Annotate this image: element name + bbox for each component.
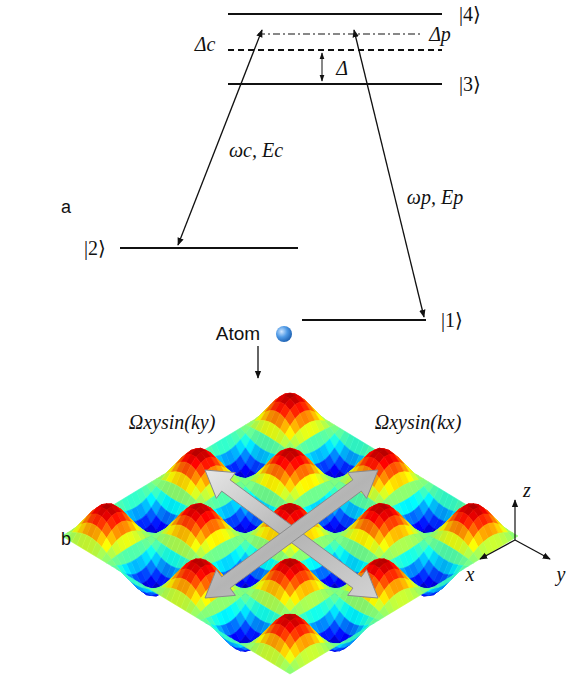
probe-virtual-level xyxy=(258,33,420,34)
level-1 xyxy=(302,319,426,321)
detuning-arrow xyxy=(322,53,323,81)
atom-fall-arrow xyxy=(257,346,258,378)
level-2 xyxy=(120,247,298,249)
level-3 xyxy=(228,83,442,85)
coupling-virtual-level xyxy=(228,49,442,51)
lattice-surface-mesh xyxy=(62,393,518,674)
coupling-field-arrow xyxy=(178,30,262,245)
probe-field-arrow xyxy=(354,30,424,317)
level-4 xyxy=(228,13,442,15)
atom-sphere xyxy=(276,326,292,342)
surface-facet xyxy=(285,441,295,452)
surface-facet xyxy=(107,559,117,566)
